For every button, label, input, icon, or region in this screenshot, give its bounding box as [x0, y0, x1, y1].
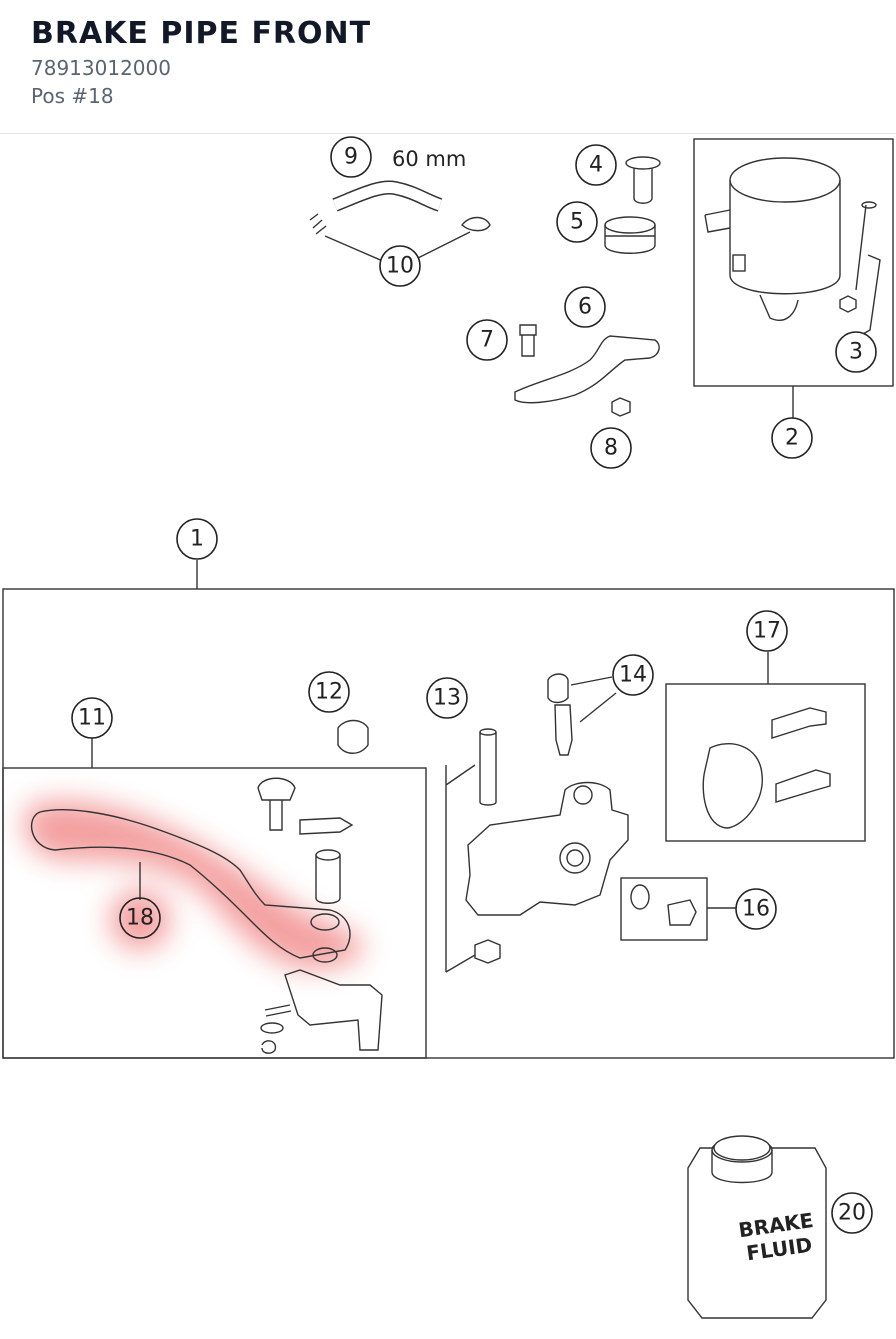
part-16-group [620, 877, 736, 941]
callout-7 [466, 319, 508, 361]
callout-label-11: 11 [78, 706, 106, 731]
callout-14 [612, 654, 654, 696]
callout-label-16: 16 [742, 897, 770, 922]
callout-label-8: 8 [604, 436, 618, 461]
part-number: 78913012000 [31, 56, 171, 80]
page-title: BRAKE PIPE FRONT [31, 16, 372, 51]
callout-18 [119, 897, 161, 939]
callout-17 [746, 610, 788, 652]
dimension-label: 60 mm [392, 147, 466, 171]
header: BRAKE PIPE FRONT 78913012000 Pos #18 [0, 0, 896, 134]
callout-label-10: 10 [386, 254, 414, 279]
callout-label-5: 5 [570, 210, 584, 235]
parts-6-7-8 [514, 324, 660, 417]
diagram-canvas: 9 10 4 5 6 7 8 2 3 1 11 12 13 14 17 16 1… [2, 136, 895, 1319]
callout-label-7: 7 [480, 328, 494, 353]
part-14 [547, 673, 617, 756]
callout-1 [176, 518, 218, 560]
callout-label-9: 9 [344, 145, 358, 170]
callout-label-17: 17 [753, 619, 781, 644]
callout-label-3: 3 [849, 340, 863, 365]
callout-label-14: 14 [619, 663, 647, 688]
callout-label-18: 18 [126, 906, 154, 931]
callout-6 [564, 286, 606, 328]
callout-label-12: 12 [315, 680, 343, 705]
part-17-group [665, 652, 866, 842]
callout-label-1: 1 [190, 527, 204, 552]
callout-label-4: 4 [589, 153, 603, 178]
part-12 [337, 719, 369, 754]
callout-5 [556, 201, 598, 243]
callout-3 [835, 331, 877, 373]
callout-16 [735, 888, 777, 930]
callout-13 [426, 677, 468, 719]
callout-8 [590, 427, 632, 469]
hose-part [309, 180, 491, 263]
reservoir-group [693, 138, 894, 418]
callout-label-20: 20 [838, 1201, 866, 1226]
callout-2 [771, 417, 813, 459]
callout-9 [330, 136, 372, 178]
callout-4 [575, 144, 617, 186]
exploded-parts-diagram: 9 10 4 5 6 7 8 2 3 1 11 12 13 14 17 16 1… [0, 135, 896, 1335]
callout-10 [379, 245, 421, 287]
callout-12 [308, 671, 350, 713]
position-label: Pos #18 [31, 84, 114, 108]
master-cylinder-body [445, 728, 629, 973]
brake-fluid-can [687, 1135, 827, 1319]
callout-label-2: 2 [785, 426, 799, 451]
callout-label-13: 13 [433, 686, 461, 711]
highlight-pos-18 [24, 801, 366, 969]
callout-20 [831, 1192, 873, 1234]
parts-4-5 [604, 156, 661, 254]
callout-label-6: 6 [578, 295, 592, 320]
callout-11 [71, 697, 113, 739]
lever-group [2, 738, 427, 1059]
